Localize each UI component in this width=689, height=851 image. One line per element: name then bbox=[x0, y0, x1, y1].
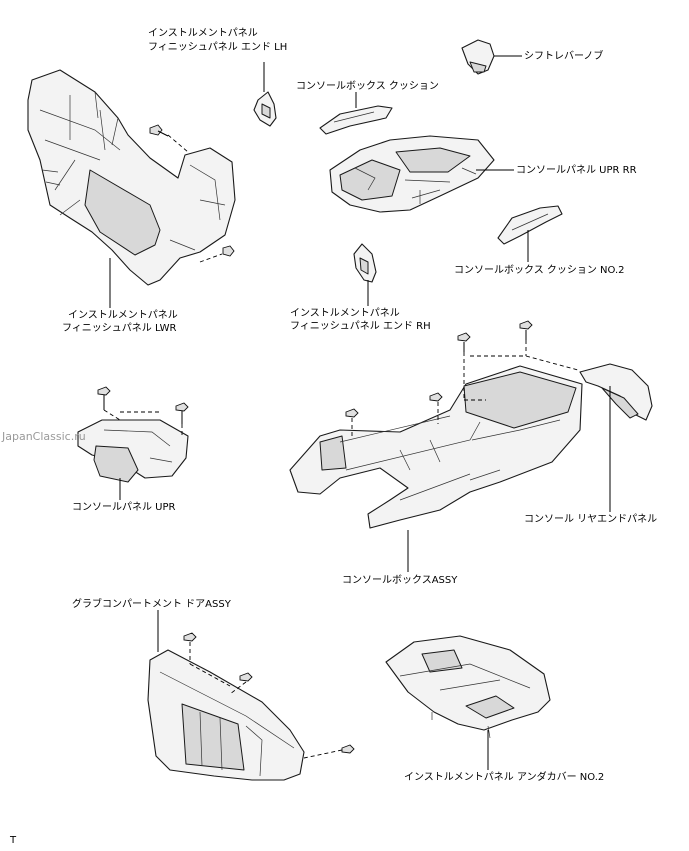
corner-mark: T bbox=[9, 835, 17, 846]
screw-icon bbox=[229, 672, 253, 695]
screw-icon bbox=[470, 320, 579, 371]
svg-text:コンソールボックス クッション: コンソールボックス クッション bbox=[296, 80, 439, 92]
label-finish-panel-end-rh: インストルメントパネル フィニッシュパネル エンド RH bbox=[290, 280, 431, 332]
screw-icon bbox=[97, 386, 121, 421]
screw-icon bbox=[457, 332, 486, 401]
svg-text:インストルメントパネル: インストルメントパネル bbox=[68, 309, 178, 321]
finish-panel-end-rh-part bbox=[353, 243, 377, 283]
svg-text:インストルメントパネル: インストルメントパネル bbox=[290, 307, 400, 319]
svg-text:フィニッシュパネル エンド LH: フィニッシュパネル エンド LH bbox=[148, 41, 287, 53]
label-finish-panel-lwr: インストルメントパネル フィニッシュパネル LWR bbox=[62, 258, 178, 334]
screw-icon bbox=[303, 744, 355, 759]
label-console-panel-upr: コンソールパネル UPR bbox=[72, 478, 176, 513]
svg-text:フィニッシュパネル エンド RH: フィニッシュパネル エンド RH bbox=[290, 320, 431, 332]
svg-text:インストルメントパネル アンダカバー NO.2: インストルメントパネル アンダカバー NO.2 bbox=[404, 770, 604, 783]
watermark: JapanClassic.ru bbox=[1, 430, 86, 443]
svg-text:インストルメントパネル: インストルメントパネル bbox=[148, 27, 258, 39]
screw-icon bbox=[183, 632, 231, 687]
console-rear-end-panel-part bbox=[579, 363, 653, 421]
screw-icon bbox=[149, 124, 189, 153]
svg-text:コンソールボックスASSY: コンソールボックスASSY bbox=[342, 574, 458, 586]
svg-text:コンソール リヤエンドパネル: コンソール リヤエンドパネル bbox=[524, 513, 657, 525]
finish-panel-end-lh-part bbox=[253, 91, 277, 127]
label-under-cover-no2: インストルメントパネル アンダカバー NO.2 bbox=[404, 730, 604, 783]
svg-text:コンソールパネル UPR RR: コンソールパネル UPR RR bbox=[516, 164, 637, 176]
console-box-cushion-no2-part bbox=[497, 205, 563, 245]
svg-text:グラブコンパートメント ドアASSY: グラブコンパートメント ドアASSY bbox=[72, 597, 232, 610]
console-box-cushion-part bbox=[319, 105, 393, 135]
svg-text:コンソールボックス クッション NO.2: コンソールボックス クッション NO.2 bbox=[454, 264, 625, 276]
under-cover-no2-part bbox=[385, 635, 551, 739]
finish-panel-lwr-part bbox=[27, 69, 236, 286]
label-console-box-cushion: コンソールボックス クッション bbox=[296, 80, 439, 108]
console-panel-upr-part bbox=[77, 419, 189, 483]
label-console-rear-end-panel: コンソール リヤエンドパネル bbox=[524, 386, 657, 525]
label-console-box-assy: コンソールボックスASSY bbox=[342, 530, 458, 586]
console-box-assy-part bbox=[289, 365, 583, 529]
svg-text:コンソールパネル UPR: コンソールパネル UPR bbox=[72, 501, 176, 513]
label-console-box-cushion-no2: コンソールボックス クッション NO.2 bbox=[454, 230, 625, 276]
svg-text:シフトレバーノブ: シフトレバーノブ bbox=[524, 49, 603, 62]
console-panel-upr-rr-part bbox=[329, 135, 495, 213]
screw-icon bbox=[120, 402, 189, 438]
svg-text:フィニッシュパネル LWR: フィニッシュパネル LWR bbox=[62, 322, 177, 334]
label-shift-knob: シフトレバーノブ bbox=[494, 49, 603, 62]
glove-compartment-door-part bbox=[147, 649, 305, 781]
shift-knob-part bbox=[461, 39, 495, 75]
screw-icon bbox=[345, 408, 359, 436]
label-finish-panel-end-lh: インストルメントパネル フィニッシュパネル エンド LH bbox=[148, 27, 287, 92]
label-glove-compartment-door: グラブコンパートメント ドアASSY bbox=[72, 597, 232, 652]
screw-icon bbox=[429, 392, 443, 424]
label-console-panel-upr-rr: コンソールパネル UPR RR bbox=[476, 164, 637, 176]
screw-icon bbox=[199, 245, 235, 263]
